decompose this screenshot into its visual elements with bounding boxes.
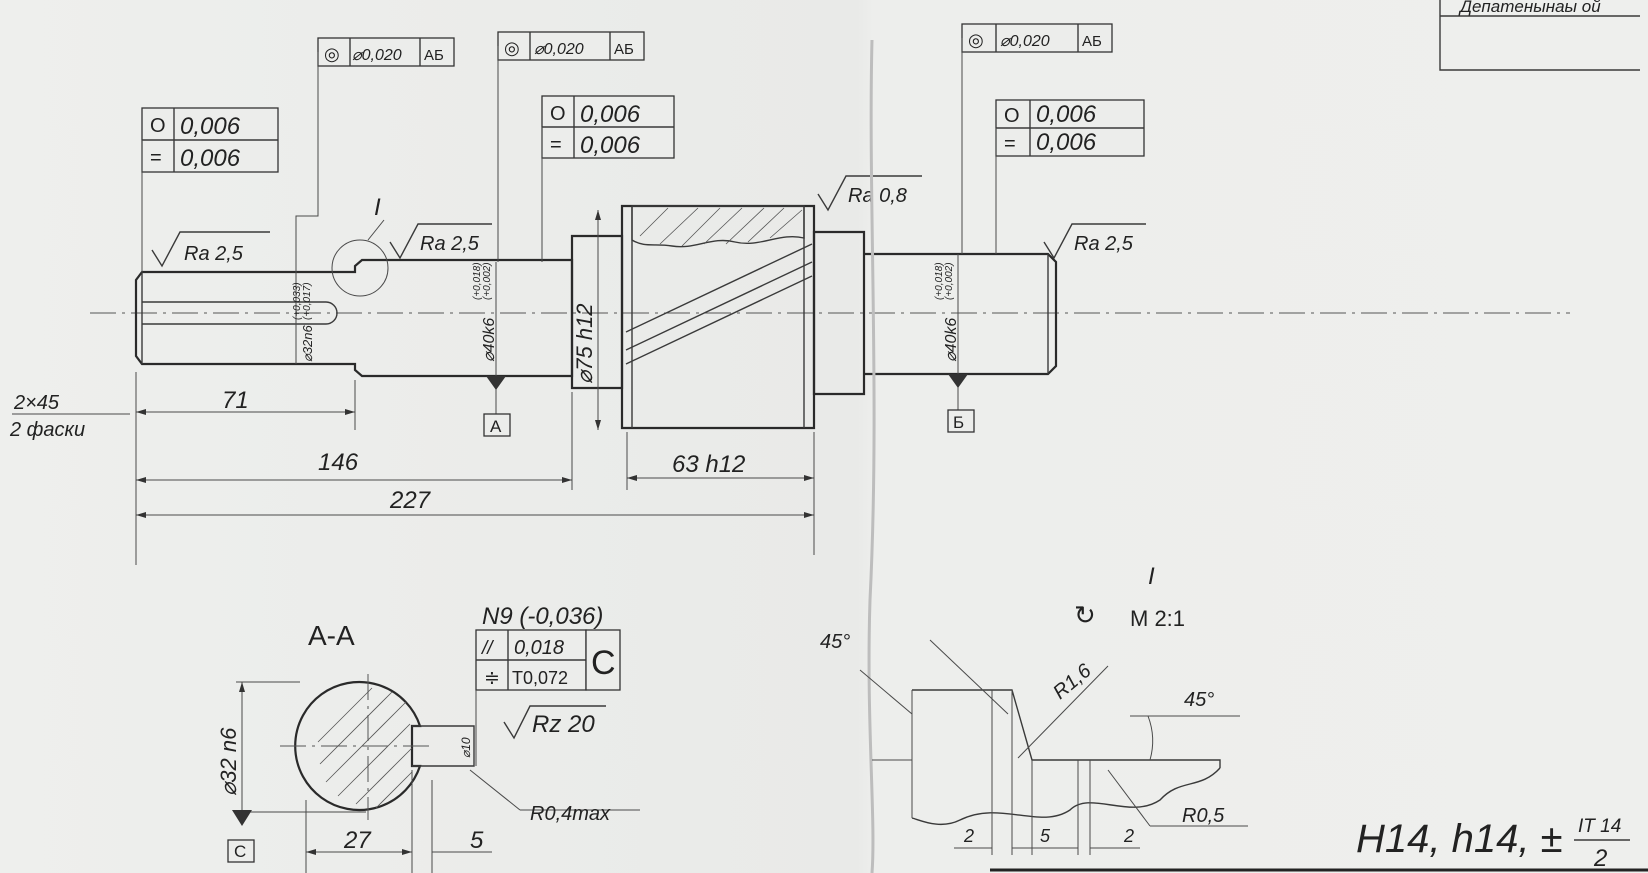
roughness-3: Ra 0,8	[848, 185, 907, 207]
form1-val2: 0,006	[180, 145, 241, 172]
form1-sym1: O	[150, 115, 166, 137]
frame1-value: ⌀0,020	[352, 47, 402, 64]
form2-sym2: =	[550, 134, 562, 156]
section-view	[280, 674, 475, 820]
dim-d40a-tol-bot: (+0,002)	[482, 262, 493, 300]
concentricity-frame-2	[497, 31, 645, 262]
datum-b	[947, 374, 975, 433]
form1-val1: 0,006	[180, 113, 241, 140]
concentricity-frame-1	[295, 37, 455, 262]
detail-mark: I	[374, 194, 381, 221]
symmetry-value: T0,072	[512, 668, 568, 688]
detail-r16: R1,6	[1049, 659, 1096, 704]
detail-callout	[331, 219, 389, 297]
chamfer-count: 2 фаски	[9, 419, 85, 441]
datum-b-label: Б	[953, 413, 964, 432]
frame2-symbol: ◎	[504, 38, 520, 58]
detail-title: I	[1148, 563, 1155, 590]
detail-dim-2b: 2	[1123, 826, 1134, 846]
roughness-marks	[151, 175, 1146, 268]
form2-val1: 0,006	[580, 101, 641, 128]
datum-a	[483, 376, 511, 437]
form-frame-1	[141, 107, 279, 272]
detail-dim-2a: 2	[963, 826, 974, 846]
detail-angle-right: 45°	[1184, 689, 1214, 711]
dim-d40k6-a: ⌀40k6	[481, 318, 498, 362]
detail-rotate-icon: ↻	[1074, 600, 1096, 630]
form3-val2: 0,006	[1036, 129, 1097, 156]
sheet-fold	[867, 39, 876, 873]
section-roughness: Rz 20	[532, 711, 595, 738]
section-diameter: ⌀32 n6	[216, 727, 241, 796]
slot-width: ⌀10	[459, 737, 473, 758]
parallel-symbol: //	[480, 638, 494, 659]
dim-d40b-tol-top: (+0,018)	[934, 262, 945, 300]
frame3-datum: АБ	[1082, 33, 1102, 50]
detail-scale: M 2:1	[1130, 606, 1185, 631]
dim-146: 146	[318, 449, 359, 476]
section-title: А-А	[308, 620, 355, 651]
extension-lines	[135, 372, 815, 565]
roughness-2: Ra 2,5	[420, 233, 480, 255]
form3-val1: 0,006	[1036, 101, 1097, 128]
slot-tolerance-frame	[475, 629, 621, 726]
dim-d40k6-b: ⌀40k6	[943, 318, 960, 362]
form3-sym2: =	[1004, 133, 1016, 155]
diameter-dims	[295, 210, 959, 430]
roughness-4: Ra 2,5	[1074, 233, 1134, 255]
general-tolerance-bottom: 2	[1593, 845, 1607, 872]
symmetry-symbol: ≑	[484, 668, 500, 689]
section-dims	[227, 681, 492, 873]
length-dims	[136, 409, 814, 518]
concentricity-frame-3	[961, 23, 1113, 254]
section-dim-5: 5	[470, 827, 484, 854]
general-tolerance: H14, h14, ±	[1356, 817, 1563, 861]
section-dim-27: 27	[343, 827, 372, 854]
section-roughness-mark	[503, 705, 606, 740]
dim-d32n6: ⌀32n6	[300, 324, 315, 362]
frame2-value: ⌀0,020	[534, 41, 584, 58]
form-frame-2	[541, 95, 675, 262]
radius-leader	[469, 769, 521, 811]
dim-d75h12: ⌀75 h12	[572, 303, 597, 384]
form-frame-3	[995, 99, 1145, 254]
dim-d40a-tol-top: (+0,018)	[472, 262, 483, 300]
form1-sym2: =	[150, 147, 162, 169]
detail-angle-left: 45°	[820, 631, 850, 653]
datum-a-label: А	[490, 417, 502, 436]
form3-sym1: O	[1004, 105, 1020, 127]
chamfer-size: 2×45	[13, 392, 60, 414]
general-tolerance-top: IT 14	[1578, 816, 1621, 837]
section-datum-c: C	[234, 842, 246, 861]
frame3-value: ⌀0,020	[1000, 33, 1050, 50]
frame1-datum: АБ	[424, 47, 444, 64]
dim-63h12: 63 h12	[672, 451, 745, 478]
frame2-datum: АБ	[614, 41, 634, 58]
datum-c-ref: C	[591, 644, 616, 682]
form2-val2: 0,006	[580, 132, 641, 159]
form2-sym1: O	[550, 103, 566, 125]
title-block: Депатенынаы ой	[1439, 0, 1640, 71]
dim-d32-tol-bot: (+0,017)	[302, 282, 313, 320]
dim-d40b-tol-bot: (+0,002)	[944, 262, 955, 300]
gear-section	[625, 205, 813, 365]
frame3-symbol: ◎	[968, 30, 984, 50]
frame1-symbol: ◎	[324, 44, 340, 64]
title-block-text: Депатенынаы ой	[1458, 0, 1601, 16]
roughness-1: Ra 2,5	[184, 243, 244, 265]
dim-d32-tol-top: (+0,033)	[292, 282, 303, 320]
detail-dim-5: 5	[1040, 826, 1051, 846]
slot-fit: N9 (-0,036)	[482, 603, 603, 630]
section-radius: R0,4max	[530, 803, 611, 825]
parallel-value: 0,018	[514, 637, 564, 659]
detail-view	[859, 639, 1248, 855]
detail-r05: R0,5	[1182, 805, 1225, 827]
dim-227: 227	[389, 487, 432, 514]
dim-71: 71	[222, 387, 249, 414]
